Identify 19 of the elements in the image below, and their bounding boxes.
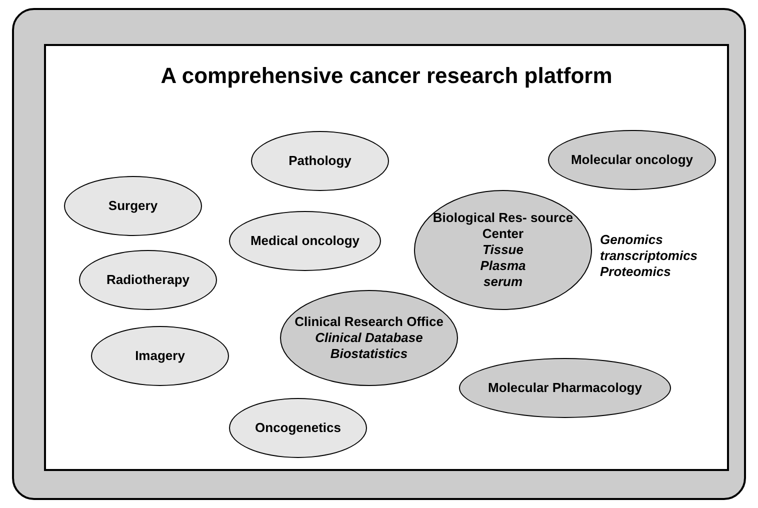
node-label: Clinical Research Office bbox=[294, 314, 444, 330]
node-label: Oncogenetics bbox=[254, 420, 342, 436]
node-label: Molecular oncology bbox=[570, 152, 694, 168]
node-detail-text: Clinical Database bbox=[314, 330, 424, 346]
node-detail-text: Biostatistics bbox=[329, 346, 409, 362]
node-label: Biological Res- source Center bbox=[432, 210, 574, 242]
side-note-text: Proteomics bbox=[600, 264, 672, 280]
node-label: Molecular Pharmacology bbox=[487, 380, 643, 396]
diagram-title: A comprehensive cancer research platform bbox=[160, 62, 614, 90]
node-detail-text: serum bbox=[482, 274, 524, 290]
node-detail-text: Tissue bbox=[482, 242, 524, 258]
node-label: Radiotherapy bbox=[105, 272, 191, 288]
node-label: Pathology bbox=[288, 153, 352, 169]
side-note-text: Genomics bbox=[600, 232, 664, 248]
node-detail-text: Plasma bbox=[479, 258, 527, 274]
node-label: Medical oncology bbox=[249, 233, 361, 249]
node-label: Imagery bbox=[134, 348, 186, 364]
side-note-text: transcriptomics bbox=[600, 248, 698, 264]
node-label: Surgery bbox=[107, 198, 159, 214]
